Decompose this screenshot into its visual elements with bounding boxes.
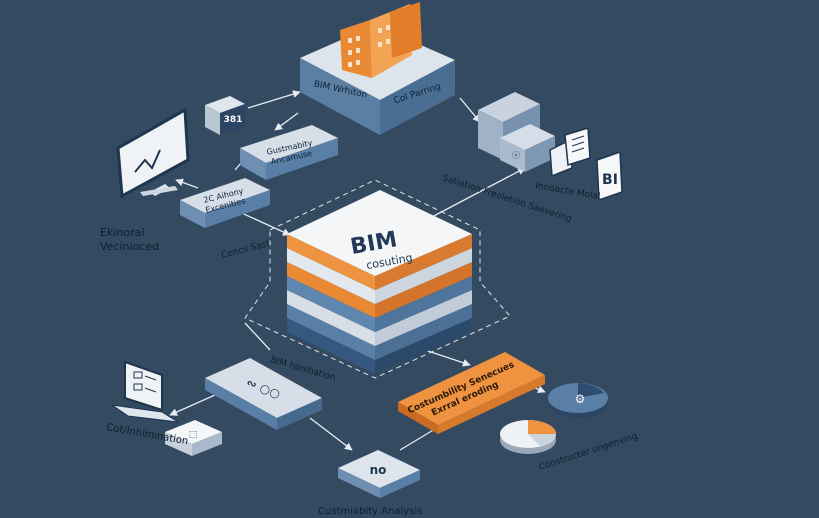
connector-center-server [429, 167, 526, 219]
monitor-icon [116, 107, 190, 199]
document-icons [549, 127, 591, 178]
label-analysis: Custmiabity Analysis [318, 506, 422, 517]
label-innovate: Innoacte Molal [534, 181, 600, 202]
gear-icon: ⚙ [575, 392, 586, 406]
chip-381: 381 [205, 96, 245, 135]
connector-top-server [459, 97, 481, 123]
chip-bottom-text: no [370, 463, 387, 477]
box-bim-bottom: ∾ ○○ [205, 358, 322, 430]
label-satation: Satiation Freoletion Saevering [441, 173, 573, 224]
server-glyph: ⓥ [512, 151, 520, 160]
building-icon [340, 2, 422, 78]
gear-disk-icon: ⚙ [548, 383, 608, 418]
center-bim-stack: BIM cosuting [287, 190, 472, 374]
box-2c: 2C Aihony Excenities [180, 178, 270, 228]
label-cost: Cot/Inhimination [105, 422, 189, 447]
bi-icon: BI [596, 150, 623, 202]
connector-monitor [175, 178, 199, 189]
connector-bim-laptop [169, 394, 216, 416]
server-icon: ⓥ [478, 92, 555, 172]
connector-bim-bottomchip [309, 417, 353, 451]
laptop-icon [111, 360, 179, 423]
label-external-line1: Ekinoral [100, 226, 144, 239]
dashed-boundary [244, 179, 511, 379]
connector-top-chip [247, 90, 301, 109]
chip-bottom: no [338, 450, 420, 498]
label-concil: Concil Sast [220, 239, 271, 261]
top-building-block: BIM Wrhiton Col Parring [300, 2, 455, 135]
puzzle-cube: ⬚ [165, 420, 222, 456]
connector-top-sustain [274, 112, 299, 131]
puzzle-glyph: ⬚ [189, 430, 198, 440]
box-sustainability: Gustmabity Ancamuse [240, 125, 338, 180]
label-external-line2: Vecinioced [100, 240, 159, 253]
chip-381-text: 381 [224, 115, 243, 125]
pie-chart-icon [500, 420, 556, 454]
connector-center-bim [244, 322, 271, 351]
connector-2c-center [234, 209, 291, 236]
bi-icon-text: BI [602, 172, 618, 188]
